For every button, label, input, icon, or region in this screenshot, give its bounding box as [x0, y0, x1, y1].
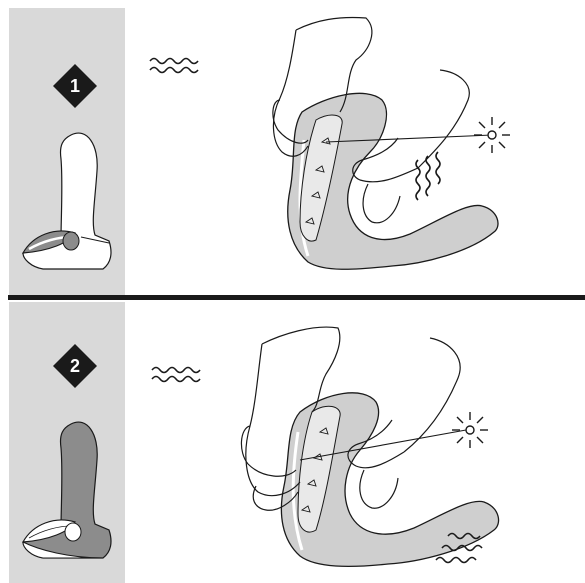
step-1-panel: 1 [0, 0, 585, 296]
step-2-illustration [0, 302, 585, 583]
sun-button-icon [452, 412, 488, 448]
wavy-lines-icon [150, 59, 198, 73]
vibration-marks-icon [416, 152, 440, 200]
step-1-illustration [0, 0, 585, 296]
step-2-panel: 2 [0, 302, 585, 583]
step-divider [8, 295, 585, 300]
sun-button-icon [474, 117, 510, 153]
wavy-lines-icon [152, 368, 200, 382]
